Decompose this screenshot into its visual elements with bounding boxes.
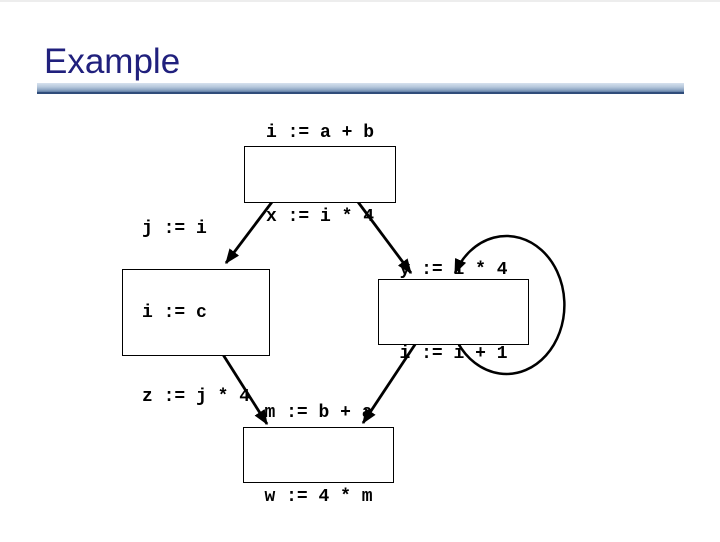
edge-top-to-right-arrow xyxy=(356,201,413,274)
node-top-block: i := a + b x := i * 4 xyxy=(244,123,396,227)
node-left-block: j := i i := c z := j * 4 xyxy=(122,219,270,407)
edge-top-to-left-arrow xyxy=(224,201,274,264)
code-line: i := i + 1 xyxy=(399,344,508,364)
code-line: w := 4 * m xyxy=(264,487,373,507)
title-underline-rule xyxy=(37,83,684,94)
edge-left-to-bottom-arrow xyxy=(220,352,269,426)
code-line: i := c xyxy=(141,302,207,323)
edge-right-to-bottom-arrow xyxy=(361,342,418,425)
code-line: j := i xyxy=(141,218,207,239)
code-line: m := b + a xyxy=(264,403,373,423)
node-top-code: i := a + b x := i * 4 xyxy=(266,63,374,287)
code-line: x := i * 4 xyxy=(265,206,375,227)
node-bottom-code: m := b + a w := 4 * m xyxy=(264,343,372,542)
code-line: z := j * 4 xyxy=(141,386,251,407)
node-bottom-block: m := b + a w := 4 * m xyxy=(243,403,394,507)
node-left-code: j := i i := c z := j * 4 xyxy=(142,159,250,467)
edge-right-self-loop-arrow xyxy=(453,234,566,376)
code-line: i := a + b xyxy=(265,122,375,143)
node-right-code: y := i * 4 i := i + 1 xyxy=(399,200,507,424)
page-title: Example xyxy=(44,42,181,81)
code-line: y := i * 4 xyxy=(399,260,508,280)
node-right-block: y := i * 4 i := i + 1 xyxy=(378,260,529,364)
